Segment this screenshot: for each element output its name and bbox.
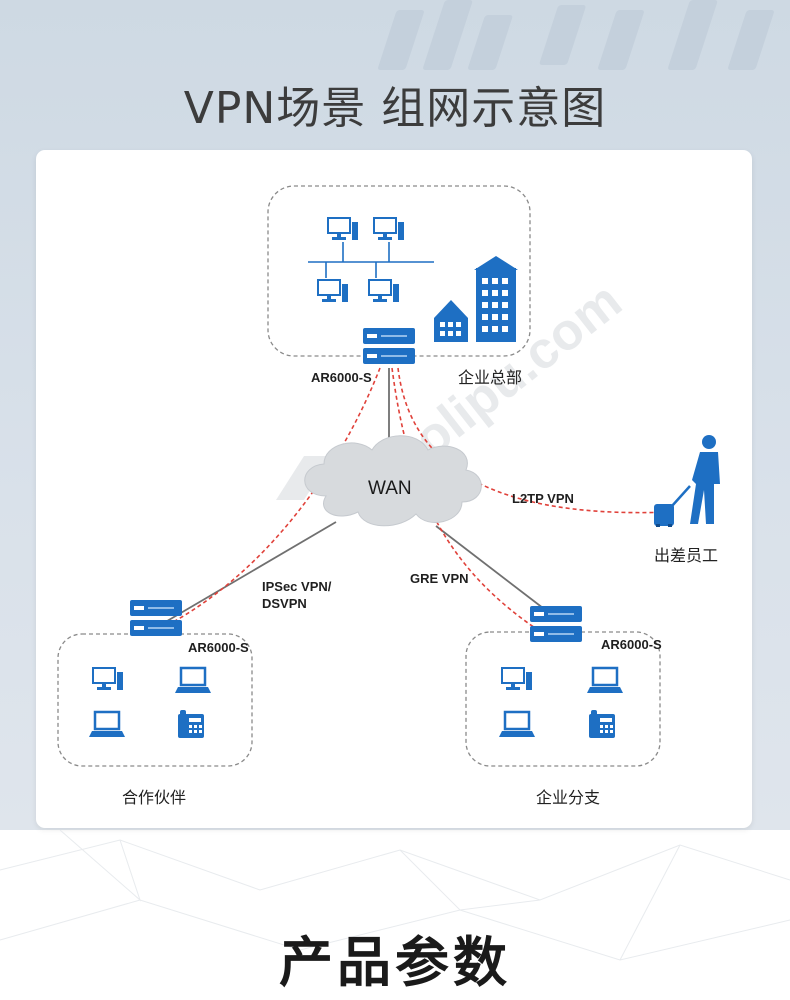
hq-pc-icon — [317, 279, 349, 303]
partner-router-icon — [130, 600, 182, 636]
ipsec-vpn-label: IPSec VPN/ DSVPN — [262, 578, 331, 612]
lower-background-network — [0, 830, 790, 961]
branch-laptop-icon — [585, 666, 625, 695]
hq-lan — [308, 242, 434, 278]
partner-laptop-icon — [173, 666, 213, 695]
gre-vpn-label: GRE VPN — [410, 571, 469, 586]
branch-site-label: 企业分支 — [536, 788, 601, 807]
hq-pc-icon — [327, 217, 359, 241]
hq-pc-icon — [373, 217, 405, 241]
hq-site-label: 企业总部 — [458, 368, 523, 387]
ipsec-vpn-label-line1: IPSec VPN/ — [262, 579, 332, 594]
partner-pc-icon — [92, 667, 124, 691]
branch-device-label: AR6000-S — [601, 637, 662, 652]
l2tp-vpn-label: L2TP VPN — [512, 491, 574, 506]
hq-router-icon — [363, 328, 415, 364]
partner-laptop-icon — [87, 710, 127, 739]
branch-phone-icon — [589, 710, 615, 738]
section-title: 产品参数 — [279, 931, 511, 994]
background-decoration — [378, 0, 774, 70]
ipsec-vpn-label-line2: DSVPN — [262, 596, 307, 611]
branch-pc-icon — [501, 667, 533, 691]
wan-label: WAN — [368, 478, 412, 499]
partner-phone-icon — [178, 710, 204, 738]
partner-device-label: AR6000-S — [188, 640, 249, 655]
building-icon — [434, 256, 518, 342]
partner-site-label: 合作伙伴 — [122, 788, 187, 807]
network-diagram: colipu.com — [36, 150, 752, 828]
traveler-label: 出差员工 — [654, 546, 719, 565]
branch-zone — [465, 631, 661, 767]
hq-device-label: AR6000-S — [311, 370, 372, 385]
page-title: VPN场景 组网示意图 — [183, 83, 607, 134]
hq-pc-icon — [368, 279, 400, 303]
branch-router-icon — [530, 606, 582, 642]
wan-cloud-icon — [304, 435, 482, 527]
branch-laptop-icon — [497, 710, 537, 739]
traveling-employee-icon — [654, 435, 720, 527]
